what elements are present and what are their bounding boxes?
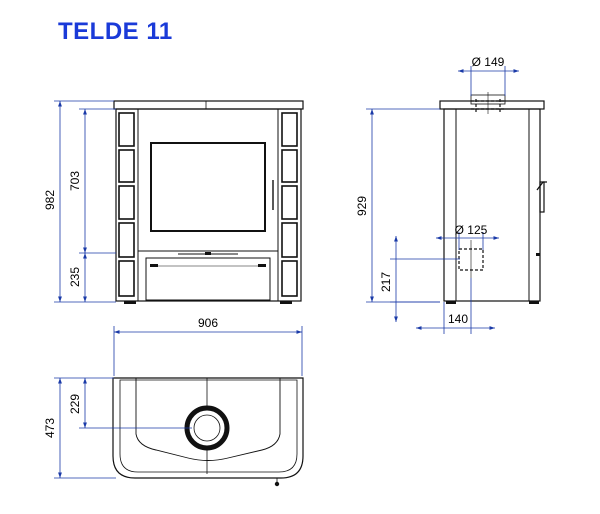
right-tiles (281, 112, 298, 297)
page-title: TELDE 11 (58, 18, 173, 45)
side-body (443, 108, 541, 302)
side-handle (536, 181, 547, 191)
door-glass (150, 142, 266, 232)
dim-height-door: 703 (68, 171, 82, 191)
dim-flue-top: Ø 149 (472, 55, 505, 69)
top-flue-ring (184, 405, 230, 451)
side-view: Ø 149 929 Ø 125 217 140 (355, 55, 547, 334)
dim-depth: 473 (43, 418, 57, 438)
top-view: 906 473 229 (43, 316, 304, 487)
dim-flue-rear: Ø 125 (455, 223, 488, 237)
left-tiles (118, 112, 135, 297)
side-top-plate (439, 100, 545, 110)
dim-depth-flue-rear: 140 (448, 312, 468, 326)
ash-drawer (145, 257, 271, 301)
top-outline (112, 377, 304, 479)
dim-depth-flue: 229 (68, 394, 82, 414)
dim-height-flue-top: 929 (355, 196, 369, 216)
stove-door (137, 108, 279, 252)
dim-width: 906 (198, 316, 218, 330)
dim-height-base: 235 (68, 267, 82, 287)
front-view: 982 703 235 (43, 100, 304, 304)
dim-height-flue-rear: 217 (379, 272, 393, 292)
stove-top-plate (113, 100, 304, 110)
dim-height-total: 982 (43, 190, 57, 210)
